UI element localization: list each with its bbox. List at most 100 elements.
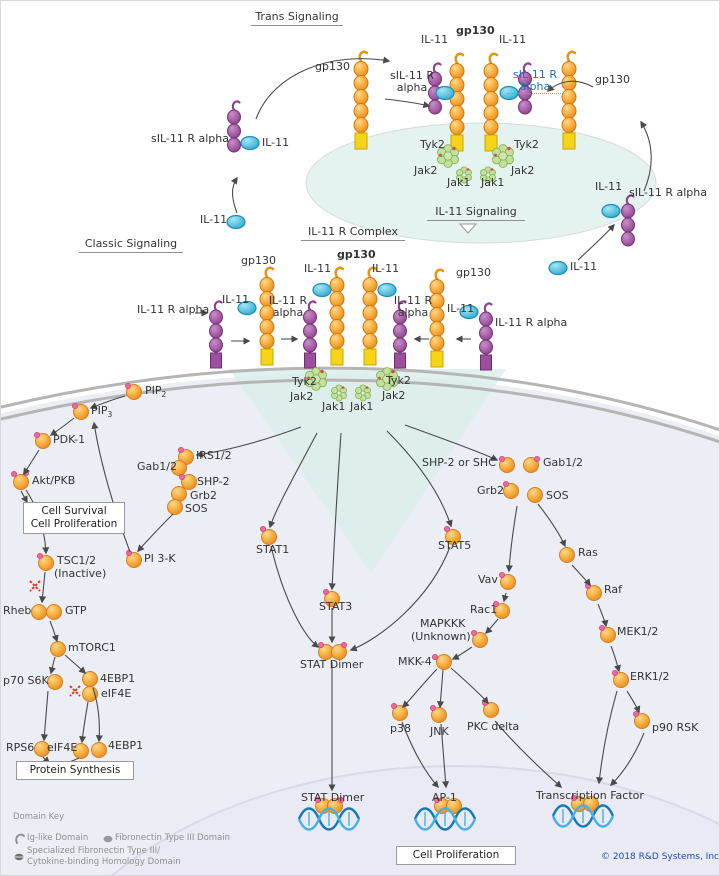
- pip3-sub: 3: [107, 410, 113, 420]
- mkk4-label: MKK-4: [398, 655, 432, 668]
- il11-label: IL-11: [447, 302, 475, 315]
- cell-survival-line2: Cell Proliferation: [30, 518, 118, 530]
- p90-rsk-label: p90 RSK: [652, 721, 699, 734]
- protein-node-icon: [559, 547, 575, 563]
- il11r-alpha-icon: [478, 302, 494, 372]
- protein-node-icon: [46, 604, 62, 620]
- fibronectin-domain-icon: [103, 835, 113, 843]
- sil11r-line1: sIL-11 R: [389, 69, 435, 82]
- 4ebp1-label: 4EBP1: [108, 739, 144, 752]
- domain-key-specialized-label-1: Specialized Fibronectin Type III/: [27, 846, 160, 856]
- il11-ligand-icon: [240, 135, 260, 151]
- shp2-shc-label: SHP-2 or SHC: [422, 456, 496, 469]
- il11-ligand-icon: [548, 260, 568, 276]
- protein-node-icon: [436, 654, 452, 670]
- raf-label: Raf: [604, 583, 623, 596]
- sos-label: SOS: [185, 502, 208, 515]
- pip2-sub: 2: [161, 390, 167, 400]
- copyright-notice: © 2018 R&D Systems, Inc.: [601, 852, 720, 862]
- gp130-label: gp130: [241, 254, 276, 267]
- cell-survival-line1: Cell Survival: [41, 505, 107, 517]
- domain-key-specialized-label-2: Cytokine-binding Homology Domain: [27, 857, 181, 867]
- jak2-label: Jak2: [414, 164, 438, 177]
- stat3-label: STAT3: [319, 600, 353, 613]
- trans-signaling-zone: [305, 122, 657, 244]
- protein-node-icon: [31, 604, 47, 620]
- il11r-line1: IL-11 R: [268, 294, 308, 307]
- il11-label: IL-11: [200, 213, 228, 226]
- il11r-alpha-label: IL-11 R alpha: [265, 295, 311, 319]
- gp130-receptor-icon: [448, 52, 466, 153]
- pdk1-label: PDK-1: [53, 433, 86, 446]
- sil11r-alpha-link[interactable]: sIL-11 R alpha: [507, 69, 563, 94]
- il11-label: IL-11: [421, 33, 449, 46]
- gp130-receptor-icon: [482, 52, 500, 153]
- trans-signaling-title: Trans Signaling: [251, 11, 343, 26]
- cell-membrane: [1, 366, 719, 444]
- il11-label: IL-11: [570, 260, 598, 273]
- cell-proliferation-box: Cell Proliferation: [396, 846, 516, 865]
- il11-label: IL-11: [499, 33, 527, 46]
- pkc-delta-label: PKC delta: [467, 720, 520, 733]
- stat-dimer-label: STAT Dimer: [301, 791, 365, 804]
- tyk2-label: Tyk2: [386, 374, 411, 387]
- domain-key-ig-label: Ig-like Domain: [27, 833, 89, 843]
- stat-dimer-label: STAT Dimer: [300, 658, 364, 671]
- sil11r-link-line1[interactable]: sIL-11 R: [512, 68, 558, 81]
- tyk2-label: Tyk2: [514, 138, 539, 151]
- grb2-label: Grb2: [477, 484, 505, 497]
- rac1-label: Rac1: [470, 603, 498, 616]
- gp130-label: gp130: [456, 24, 495, 37]
- gtp-label: GTP: [65, 604, 87, 617]
- il11r-line1: IL-11 R: [393, 294, 433, 307]
- jak2-label: Jak2: [290, 390, 314, 403]
- gp130-label: gp130: [595, 73, 630, 86]
- gp130-receptor-icon: [361, 266, 379, 367]
- jnk-label: JNK: [430, 725, 449, 738]
- il11r-alpha-icon: [208, 300, 224, 370]
- domain-key-title: Domain Key: [13, 812, 65, 822]
- protein-node-icon: [167, 499, 183, 515]
- sil11r-alpha-label: sIL-11 R alpha: [629, 186, 708, 199]
- eif4e-label: eIF4E: [47, 741, 78, 754]
- gab12-label: Gab1/2: [543, 456, 583, 469]
- ras-label: Ras: [578, 546, 598, 559]
- irs12-label: IRS1/2: [196, 449, 232, 462]
- il11r-alpha-label: IL-11 R alpha: [137, 303, 210, 316]
- protein-node-icon: [13, 474, 29, 490]
- transcription-factor-label: Transcription Factor: [536, 789, 644, 802]
- il11r-alpha-label: IL-11 R alpha: [495, 316, 568, 329]
- signal-funnel: [229, 369, 506, 573]
- jak1-label: Jak1: [350, 400, 374, 413]
- il11-ligand-icon: [226, 214, 246, 230]
- akt-pkb-label: Akt/PKB: [32, 474, 76, 487]
- il11-label: IL-11: [222, 293, 250, 306]
- il11-label: IL-11: [595, 180, 623, 193]
- rheb-label: Rheb: [3, 604, 32, 617]
- il11r-line2: alpha: [397, 306, 429, 319]
- il11-label: IL-11: [304, 262, 332, 275]
- grb2-label: Grb2: [190, 489, 218, 502]
- stat1-label: STAT1: [256, 543, 290, 556]
- domain-key-fn3-label: Fibronectin Type III Domain: [115, 833, 231, 843]
- mapkkk-unknown-label: (Unknown): [411, 630, 471, 643]
- ig-like-domain-icon: [15, 833, 25, 844]
- p38-label: p38: [390, 722, 411, 735]
- pi3k-label: PI 3-K: [144, 552, 176, 565]
- stat5-label: STAT5: [438, 539, 472, 552]
- pip3-text: PIP: [91, 404, 108, 417]
- protein-node-icon: [47, 674, 63, 690]
- il11-label: IL-11: [262, 136, 290, 149]
- sil11r-alpha-label: sIL-11 R alpha: [151, 132, 230, 145]
- tyk2-label: Tyk2: [292, 375, 317, 388]
- il11r-alpha-label: IL-11 R alpha: [390, 295, 436, 319]
- pip2-text: PIP: [145, 384, 162, 397]
- gp130-receptor-icon: [328, 266, 346, 367]
- sil11r-link-line2[interactable]: alpha: [507, 81, 563, 94]
- jak2-label: Jak2: [382, 389, 406, 402]
- soluble-il11r-alpha-icon: [226, 100, 242, 154]
- protein-synthesis-box: Protein Synthesis: [16, 761, 134, 780]
- gp130-label: gp130: [337, 248, 376, 261]
- rps6-label: RPS6: [6, 741, 35, 754]
